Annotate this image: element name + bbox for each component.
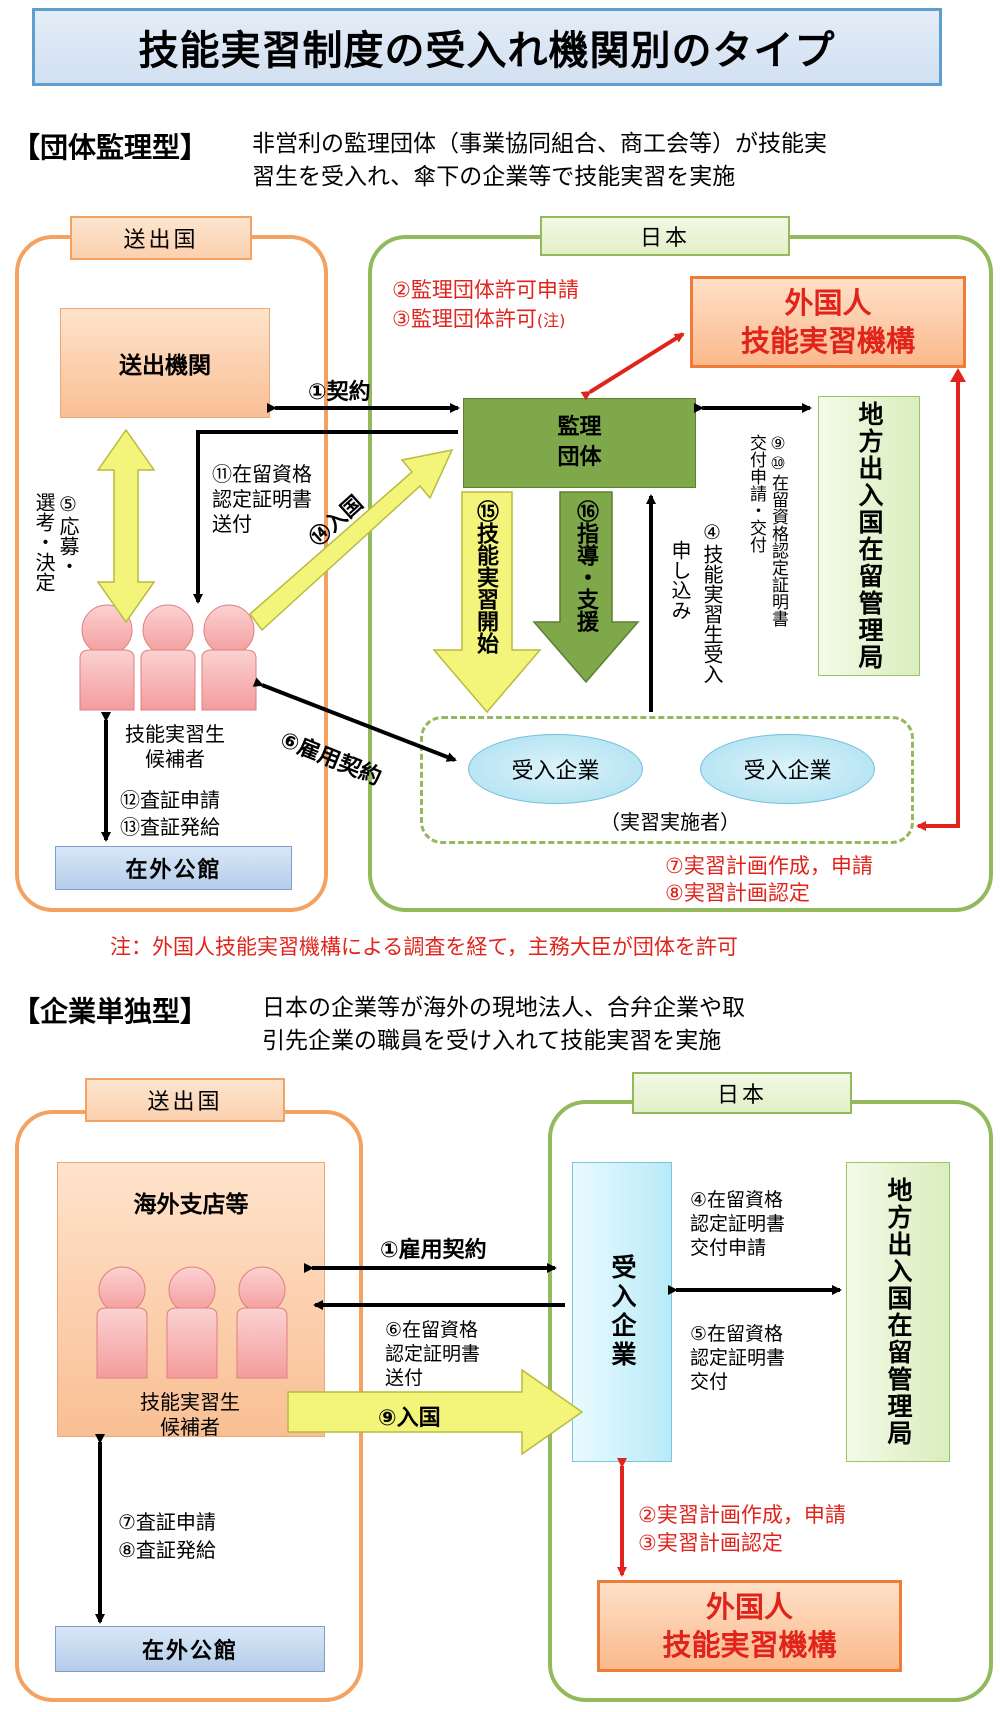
section2-otit-agency-box: 外国人 技能実習機構: [597, 1580, 902, 1672]
step5-line2: 選考・決定: [32, 492, 56, 592]
person-icon: [201, 604, 257, 711]
sending-country-tag: 送出国: [70, 216, 252, 260]
section2-step5-line3: 交付: [690, 1371, 729, 1393]
supervising-org-line1: 監理: [557, 415, 602, 440]
section2-immigration-bureau-box: 地方出入国在留管理局: [846, 1162, 950, 1462]
section2-heading: 【企業単独型】: [12, 995, 209, 1028]
supervising-org-line2: 団体: [557, 445, 602, 470]
step3-note-marker: (注): [536, 311, 566, 330]
person-icon: [236, 1266, 288, 1379]
person-icon: [96, 1266, 148, 1379]
embassy-box: 在外公館: [55, 846, 292, 890]
section1-description: 非営利の監理団体（事業協同組合、商工会等）が技能実 習生を受入れ、傘下の企業等で…: [252, 128, 827, 194]
section1-footnote: 注：外国人技能実習機構による調査を経て，主務大臣が団体を許可: [110, 935, 738, 959]
section2-candidates-label: 技能実習生 候補者: [110, 1390, 270, 1440]
page-title-text: 技能実習制度の受入れ機関別のタイプ: [138, 28, 836, 74]
otit-agency-box: 外国人 技能実習機構: [690, 276, 966, 368]
immigration-bureau-box: 地方出入国在留管理局: [818, 396, 920, 676]
section2-step6-label: ⑥在留資格 認定証明書 送付: [385, 1318, 480, 1390]
section2-japan-tag: 日本: [632, 1072, 852, 1114]
section2-step4-line3: 交付申請: [690, 1237, 767, 1259]
step13-label: ⑬査証発給: [120, 815, 220, 839]
step9-10-line2: 交付申請・交付: [746, 434, 766, 553]
step1-contract-label: ①契約: [308, 380, 371, 405]
section2-candidates-line1: 技能実習生: [140, 1390, 240, 1414]
agency-line1: 外国人: [784, 286, 872, 320]
step7-label: ⑦実習計画作成，申請: [665, 854, 873, 878]
section2-step3-label: ③実習計画認定: [638, 1531, 783, 1555]
section2-sending-country-tag: 送出国: [85, 1078, 285, 1122]
step9-10-label: ⑨⑩在留資格認定証明書 交付申請・交付: [745, 434, 789, 627]
section1-heading: 【団体監理型】: [12, 131, 209, 164]
step15-label: ⑮技能実習開始: [473, 500, 498, 654]
section1-candidates-label: 技能実習生 候補者: [100, 722, 250, 772]
host-company-a: 受入企業: [468, 734, 643, 804]
implementer-dashed-box: [420, 716, 914, 844]
host-company-b: 受入企業: [700, 734, 875, 804]
overseas-branch-label: 海外支店等: [133, 1192, 249, 1218]
japan-tag: 日本: [540, 216, 790, 256]
step11-line2: 認定証明書: [212, 487, 312, 511]
step4-sub-label: 申し込み: [668, 540, 692, 620]
step5-label: ⑤応募・ 選考・決定: [32, 492, 80, 612]
step11-label: ⑪在留資格 認定証明書 送付: [212, 462, 312, 537]
section2-candidates-line2: 候補者: [160, 1415, 220, 1439]
page-title: 技能実習制度の受入れ機関別のタイプ: [32, 8, 942, 86]
implementer-label: （実習実施者）: [600, 810, 740, 834]
step16-label: ⑯指導・支援: [573, 500, 598, 632]
step4-label: ④技能実習生受入: [700, 520, 724, 684]
section2-step6-line1: ⑥在留資格: [385, 1319, 479, 1341]
section2-step1-label: ①雇用契約: [380, 1238, 487, 1263]
step3-group: ③監理団体許可(注): [392, 306, 565, 333]
section2-desc-line1: 日本の企業等が海外の現地法人、合弁企業や取: [262, 995, 745, 1021]
step12-label: ⑫査証申請: [120, 788, 220, 812]
candidates-line1: 技能実習生: [125, 722, 225, 746]
section1-desc-line2: 習生を受入れ、傘下の企業等で技能実習を実施: [252, 164, 736, 190]
supervising-organization-box: 監理 団体: [463, 398, 696, 488]
sending-organization-box: 送出機関: [60, 308, 270, 418]
step11-line1: ⑪在留資格: [212, 462, 312, 486]
section2-step5-label: ⑤在留資格 認定証明書 交付: [690, 1322, 785, 1394]
step11-line3: 送付: [212, 512, 252, 536]
section2-desc-line2: 引先企業の職員を受け入れて技能実習を実施: [262, 1028, 722, 1054]
section2-description: 日本の企業等が海外の現地法人、合弁企業や取 引先企業の職員を受け入れて技能実習を…: [262, 992, 745, 1058]
step9-10-line1: ⑨⑩在留資格認定証明書: [768, 434, 788, 627]
person-icon: [79, 604, 135, 711]
step2-label: ②監理団体許可申請: [392, 278, 579, 302]
person-icon: [166, 1266, 218, 1379]
section2-step6-line2: 認定証明書: [385, 1343, 481, 1365]
section2-step4-label: ④在留資格 認定証明書 交付申請: [690, 1188, 785, 1260]
section2-step5-line1: ⑤在留資格: [690, 1323, 784, 1345]
section2-step2-label: ②実習計画作成，申請: [638, 1503, 846, 1527]
step8-label: ⑧実習計画認定: [665, 881, 810, 905]
candidates-line2: 候補者: [145, 747, 205, 771]
section2-step7-label: ⑦査証申請: [118, 1510, 216, 1534]
section2-embassy-box: 在外公館: [55, 1626, 325, 1672]
person-icon: [140, 604, 196, 711]
section2-step6-line3: 送付: [385, 1367, 424, 1389]
section2-step9-entry-label: ⑨入国: [378, 1406, 441, 1431]
section2-agency-line1: 外国人: [705, 1590, 793, 1624]
section2-step4-line2: 認定証明書: [690, 1213, 786, 1235]
section2-step8-label: ⑧査証発給: [118, 1538, 216, 1562]
section2-host-company-box: 受入企業: [572, 1162, 672, 1462]
section2-step5-line2: 認定証明書: [690, 1347, 786, 1369]
section1-desc-line1: 非営利の監理団体（事業協同組合、商工会等）が技能実: [252, 131, 827, 157]
agency-line2: 技能実習機構: [740, 324, 915, 358]
step3-label: ③監理団体許可: [392, 307, 537, 331]
section2-agency-line2: 技能実習機構: [662, 1628, 837, 1662]
section2-step4-line1: ④在留資格: [690, 1189, 784, 1211]
step5-line1: ⑤応募・: [56, 492, 80, 576]
